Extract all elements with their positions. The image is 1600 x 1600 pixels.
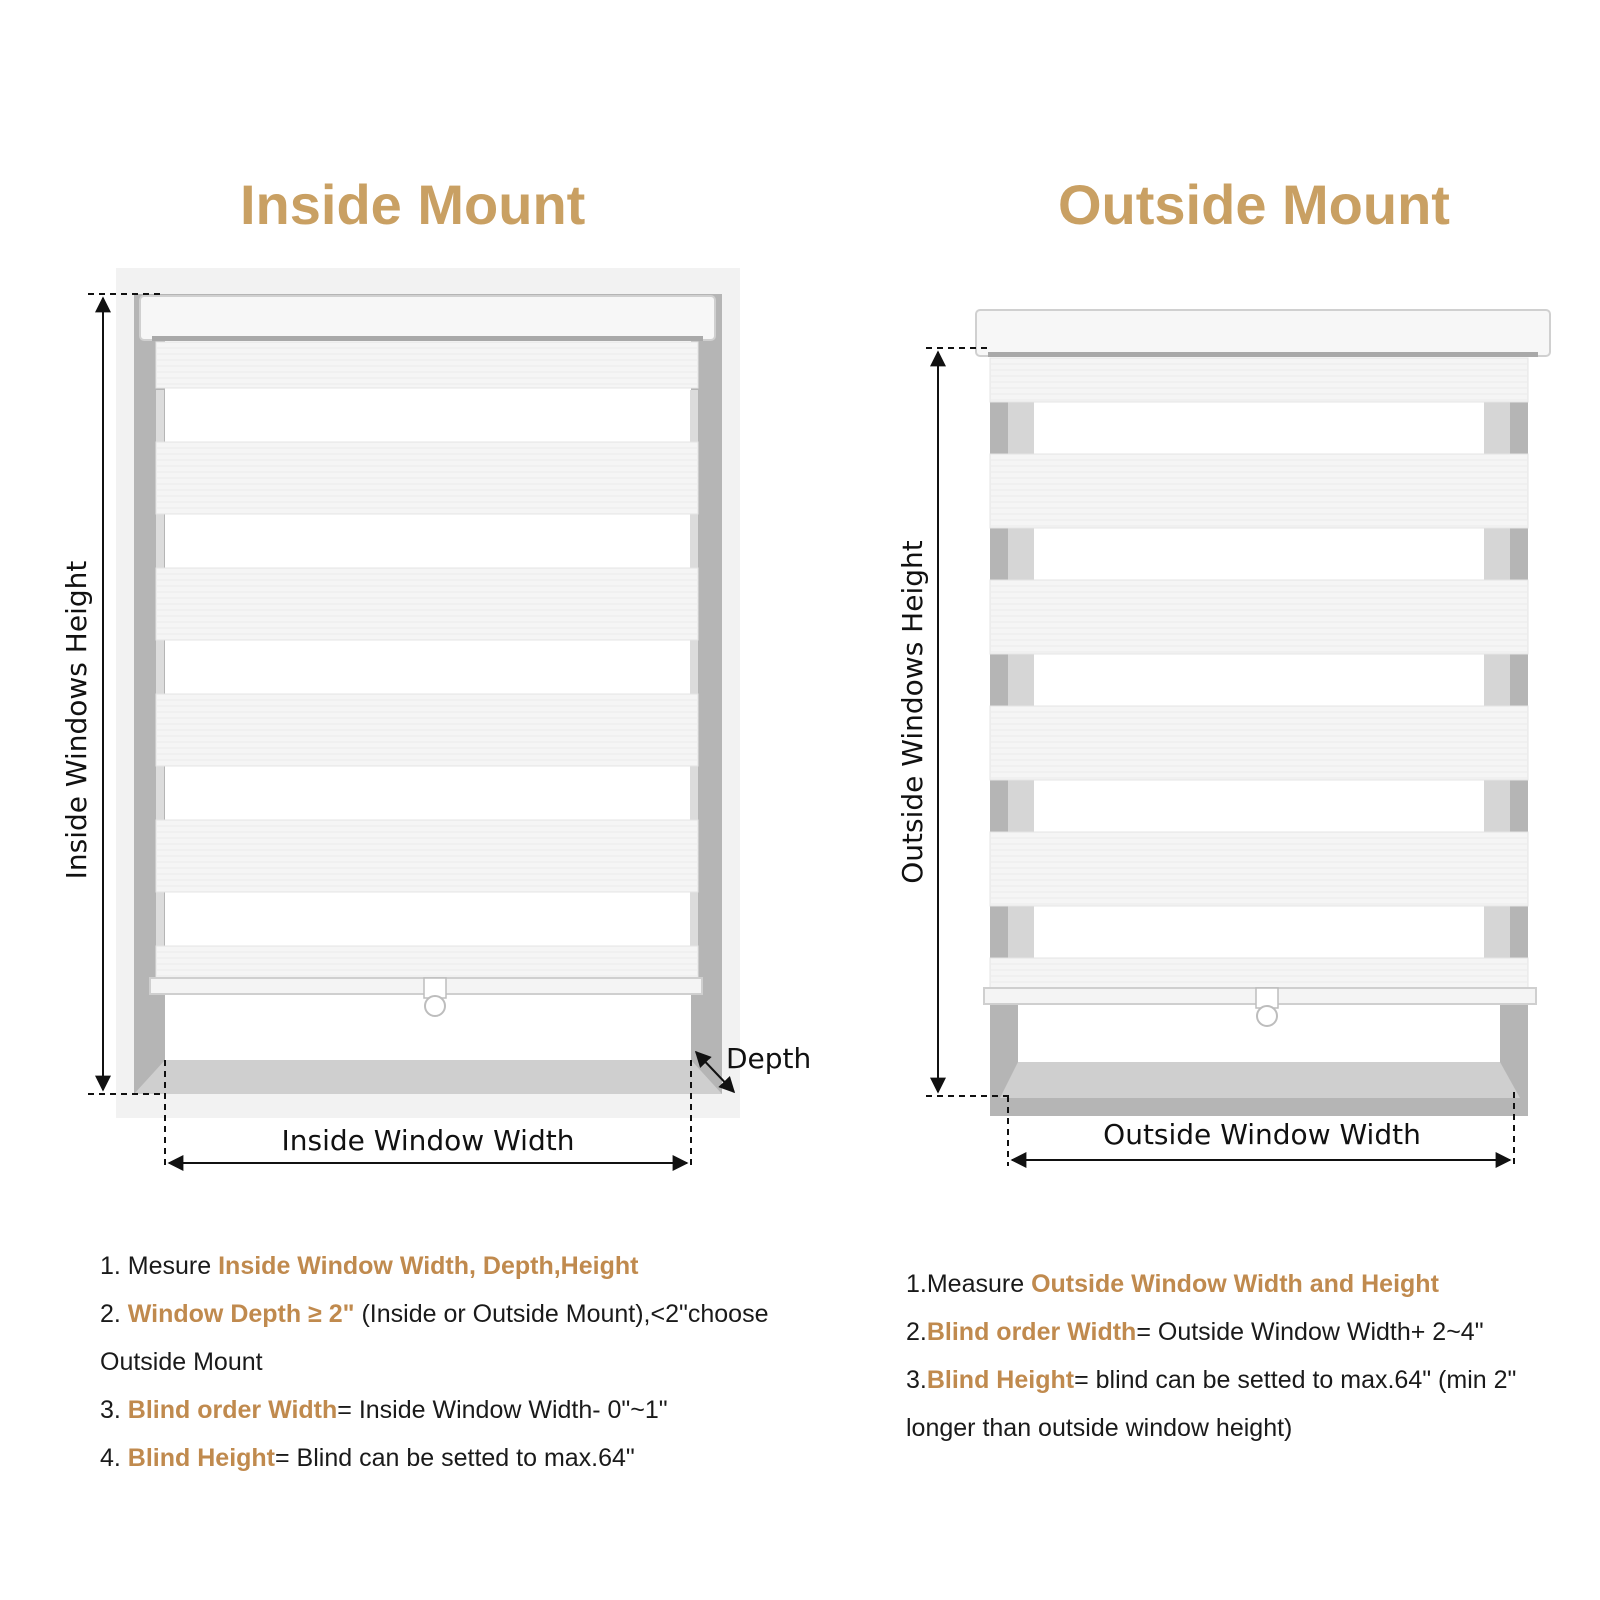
outside-instruction-text: = blind can be setted to max.64" (min 2" (1074, 1366, 1517, 1394)
inside-width-label: Inside Window Width (282, 1124, 575, 1157)
outside-pull-ring (1256, 1005, 1278, 1027)
outside-instructions: 1.Measure Outside Window Width and Heigh… (906, 1260, 1516, 1452)
outside-blind-fabric (989, 357, 1529, 991)
inside-window (116, 268, 740, 1118)
inside-window-sill (134, 1060, 722, 1094)
inside-height-label: Inside Windows Height (60, 561, 93, 880)
inside-instruction-text: Outside Mount (100, 1348, 263, 1376)
outside-fabric-band (989, 831, 1529, 907)
inside-instruction-highlight: Window Depth ≥ 2" (127, 1300, 355, 1328)
inside-window-opening (165, 300, 691, 1060)
outside-fabric-band (989, 579, 1529, 655)
inside-instruction-highlight: Inside Window Width, Depth,Height (218, 1252, 639, 1280)
inside-headrail-bottom (152, 336, 703, 341)
inside-mount-title: Inside Mount (240, 173, 586, 236)
outside-instruction-highlight: Outside Window Width and Height (1031, 1270, 1439, 1298)
inside-side-rail-right (690, 390, 698, 950)
inside-blind-fabric (155, 341, 699, 981)
inside-instruction-text: = Blind can be setted to max.64" (275, 1444, 635, 1472)
depth-arrow (694, 1050, 736, 1094)
inside-instruction-text: 2. (100, 1300, 128, 1328)
inside-instruction-line: 2. Window Depth ≥ 2" (Inside or Outside … (100, 1290, 768, 1338)
outside-window-sill (1000, 1062, 1520, 1098)
inside-instruction-line: 3. Blind order Width= Inside Window Widt… (100, 1386, 768, 1434)
outside-window (975, 309, 1551, 1116)
outside-width-label: Outside Window Width (1103, 1118, 1421, 1151)
inside-fabric-band (155, 945, 699, 981)
outside-headrail-bottom (988, 352, 1538, 357)
outside-fabric-band (989, 453, 1529, 529)
outside-instruction-line: 2.Blind order Width= Outside Window Widt… (906, 1308, 1516, 1356)
inside-instruction-text: 1. Mesure (100, 1252, 219, 1280)
outside-headrail (975, 309, 1551, 357)
outside-instruction-line: 1.Measure Outside Window Width and Heigh… (906, 1260, 1516, 1308)
inside-instruction-text: (Inside or Outside Mount),<2"choose (354, 1300, 769, 1328)
outside-instruction-text: 1.Measure (906, 1270, 1032, 1298)
outside-instruction-line: longer than outside window height) (906, 1404, 1516, 1452)
inside-side-rail-left (156, 390, 164, 950)
outside-instruction-text: 3. (906, 1366, 927, 1394)
inside-instruction-line: Outside Mount (100, 1338, 768, 1386)
outside-fabric-band (989, 705, 1529, 781)
depth-label: Depth (726, 1042, 811, 1075)
outside-fabric-band (989, 357, 1529, 403)
inside-pull-ring (424, 995, 446, 1017)
inside-instruction-highlight: Blind order Width (127, 1396, 338, 1424)
outside-measurements: Outside Windows Height Outside Window Wi… (896, 347, 1515, 1168)
outside-instruction-highlight: Blind Height (926, 1366, 1075, 1394)
outside-instruction-text: = Outside Window Width+ 2~4" (1136, 1318, 1484, 1346)
outside-mount-title: Outside Mount (1058, 173, 1450, 236)
inside-instruction-line: 4. Blind Height= Blind can be setted to … (100, 1434, 768, 1482)
outside-fabric-band (989, 957, 1529, 991)
outside-instruction-text: 2. (906, 1318, 927, 1346)
inside-instructions: 1. Mesure Inside Window Width, Depth,Hei… (100, 1242, 768, 1482)
inside-instruction-text: 3. (100, 1396, 128, 1424)
inside-headrail (139, 295, 716, 341)
inside-instruction-highlight: Blind Height (127, 1444, 276, 1472)
inside-fabric-band (155, 341, 699, 389)
inside-measurements: Inside Windows Height Inside Window Widt… (60, 293, 811, 1171)
outside-instruction-text: longer than outside window height) (906, 1414, 1293, 1442)
outside-height-label: Outside Windows Height (896, 540, 929, 884)
outside-instruction-highlight: Blind order Width (926, 1318, 1137, 1346)
inside-instruction-text: = Inside Window Width- 0"~1" (337, 1396, 668, 1424)
inside-instruction-line: 1. Mesure Inside Window Width, Depth,Hei… (100, 1242, 768, 1290)
inside-instruction-text: 4. (100, 1444, 128, 1472)
outside-instruction-line: 3.Blind Height= blind can be setted to m… (906, 1356, 1516, 1404)
